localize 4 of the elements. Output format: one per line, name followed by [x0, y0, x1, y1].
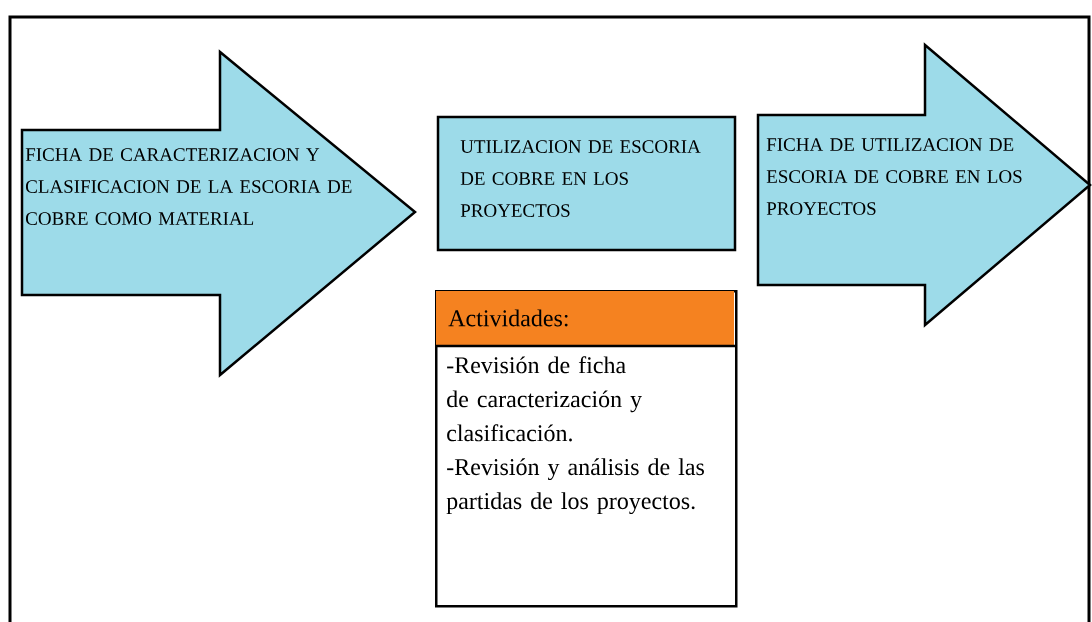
activity-item: -Revisión de ficha de caracterización y clasificación. [447, 356, 642, 442]
panel-heading: Actividades: [448, 309, 568, 327]
process-box: UTILIZACION DE ESCORIA DE COBRE EN LOS PROYECTOS [436, 115, 737, 252]
activity-item: -Revisión y análisis de las partidas de los proyectos. [446, 458, 704, 515]
